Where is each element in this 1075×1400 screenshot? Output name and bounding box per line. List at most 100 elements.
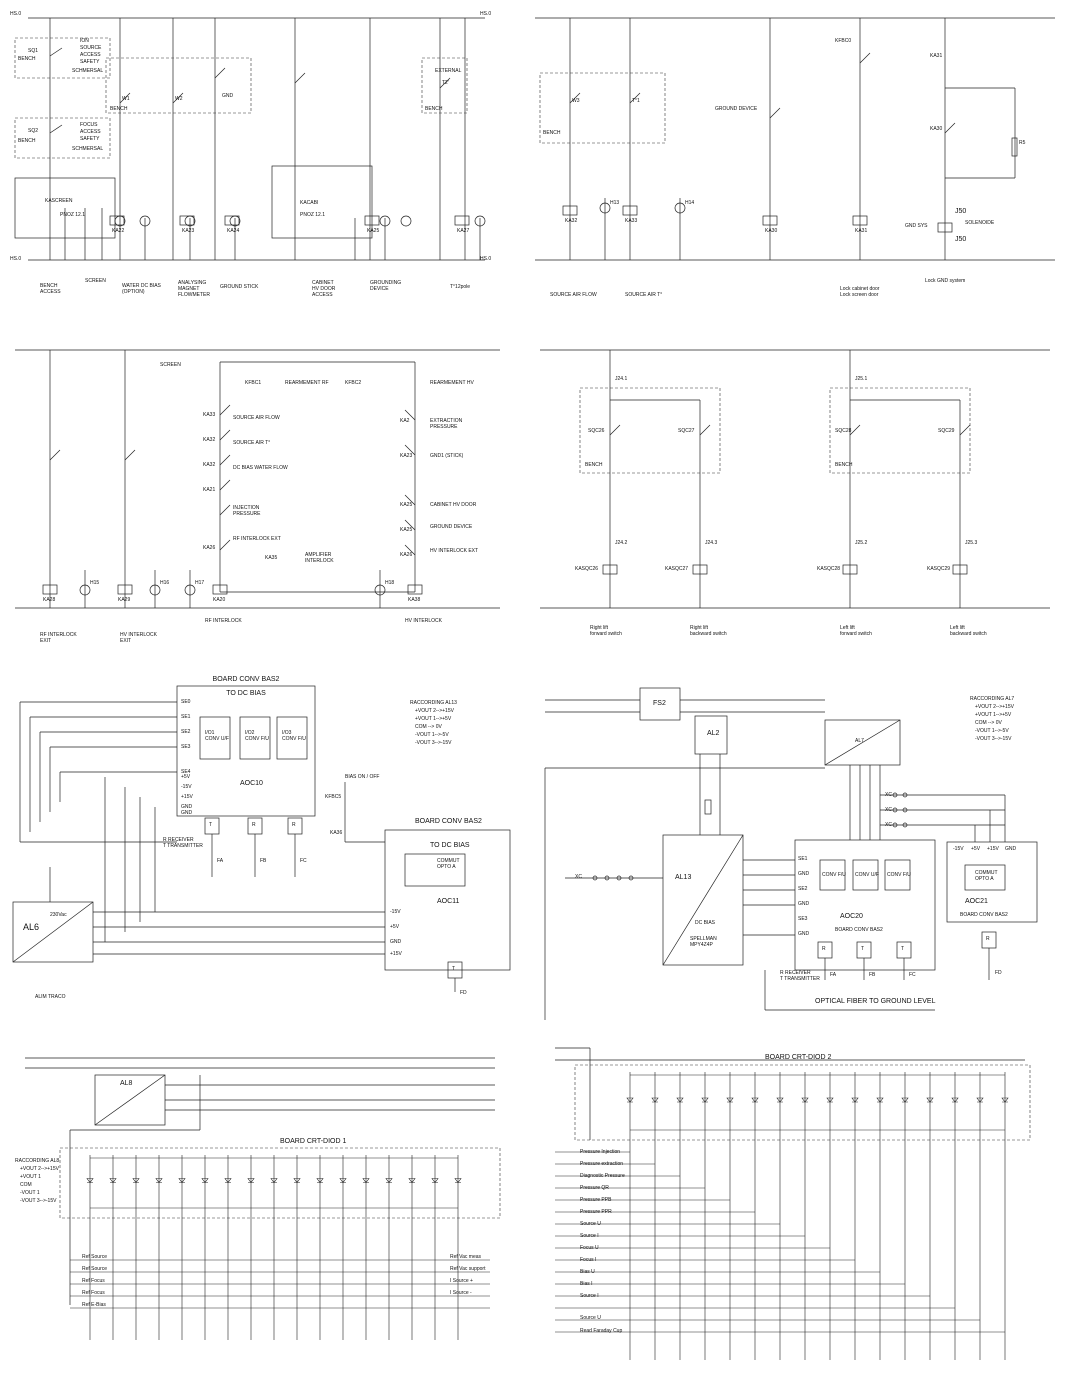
component-label: KFBC1 — [245, 380, 262, 386]
power-supply-sub: ALIM TRACO — [35, 994, 66, 1000]
diode-symbol — [132, 1178, 140, 1183]
component-label: KA38 — [408, 597, 421, 603]
switch-label: SCHMERSAL — [72, 146, 104, 152]
relay-label: KASQC26 — [575, 566, 599, 572]
recording-line: +VOUT 2-->+15V — [415, 708, 454, 714]
relay-label: KASCREEN — [45, 198, 73, 204]
circuit-caption: BENCH ACCESS — [40, 283, 61, 295]
pin-label: SE3 — [798, 916, 808, 922]
circuit-caption: RF INTERLOCK — [205, 618, 242, 624]
commut-label: COMMUT OPTO A — [975, 870, 998, 882]
recording-line: RACCORDING AL7 — [970, 696, 1015, 702]
diode-symbol — [801, 1097, 809, 1103]
pin-label: SE2 — [798, 886, 808, 892]
pin-label: GND — [1005, 846, 1017, 852]
board-title: BOARD CRT-DIOD 1 — [280, 1138, 347, 1145]
component-label: T2' — [442, 80, 449, 86]
relay-label: PNOZ 12.1 — [300, 212, 326, 218]
pin-label: GND — [798, 871, 810, 877]
recording-line: RACCORDING AL13 — [410, 700, 457, 706]
ladder-text: CABINET HV DOOR — [430, 502, 477, 508]
pin-label: SE1 — [181, 714, 191, 720]
fiber-label: FA — [217, 858, 224, 864]
pin-label: SE2 — [181, 729, 191, 735]
fiber-port: T — [452, 966, 456, 972]
component-label: KA22 — [112, 228, 125, 234]
component-label: KA20 — [213, 597, 226, 603]
fiber-port: R — [252, 822, 256, 828]
signal-label: Pressure PPB — [580, 1197, 612, 1203]
ladder-text: HV INTERLOCK EXT — [430, 548, 479, 554]
circuit-caption: Left lift forward switch — [840, 625, 872, 637]
diode-symbol — [293, 1178, 301, 1183]
component-label: KA24 — [227, 228, 240, 234]
recording-line: -VOUT 3-->-15V — [975, 736, 1012, 742]
fiber-label: FC — [300, 858, 307, 864]
signal-label: Read Faraday Cup — [580, 1328, 623, 1334]
recording-line: RACCORDING AL8 — [15, 1158, 60, 1164]
fiber-port: R — [292, 822, 296, 828]
rail-label: HS.0 — [10, 11, 22, 17]
pin-label: +5V — [390, 924, 400, 930]
relay-label: KASQC28 — [817, 566, 841, 572]
ladder-relay: KA23 — [400, 453, 413, 459]
connector-label: XC — [885, 807, 892, 813]
diode-symbol — [431, 1178, 439, 1183]
component-label: BENCH — [543, 130, 561, 136]
component-label: KA23 — [182, 228, 195, 234]
switch-label: SQC28 — [835, 428, 852, 434]
component-label: GND SYS — [905, 223, 928, 229]
board-title: BOARD CONV BAS2 — [415, 818, 482, 825]
power-supply-label: AL6 — [23, 922, 40, 932]
component-label: H15 — [90, 580, 100, 586]
circuit-caption: CABINET HV DOOR ACCESS — [312, 280, 336, 298]
pin-label: SE0 — [181, 699, 191, 705]
connector-label: XC — [885, 822, 892, 828]
ladder-relay: KA26 — [400, 552, 413, 558]
recording-line: COM — [20, 1182, 32, 1188]
signal-label: Pressure PPR — [580, 1209, 612, 1215]
component-label: BENCH — [110, 106, 128, 112]
rail-label: HS.0 — [480, 11, 492, 17]
switch-label: SCHMERSAL — [72, 68, 104, 74]
module-label: CONV U/F — [855, 872, 879, 878]
component-label: KA25 — [367, 228, 380, 234]
legend-text: R RECEIVER T TRANSMITTER — [780, 970, 820, 982]
circuit-caption: SOURCE AIR T° — [625, 292, 663, 298]
sheet-7-wiring — [25, 1057, 501, 1340]
circuit-caption: Lock cabinet door Lock screen door — [840, 286, 880, 298]
signal-label: Pressure Injection — [580, 1149, 621, 1155]
aoc-label: AOC11 — [437, 898, 460, 905]
fiber-label: FB — [869, 972, 876, 978]
diode-symbol — [851, 1097, 859, 1103]
connector-label: J24.2 — [615, 540, 628, 546]
fiber-label: FA — [830, 972, 837, 978]
signal-label: Ref Focus — [82, 1278, 105, 1284]
sheet-1-wiring — [14, 17, 486, 261]
connector-label: J25.1 — [855, 376, 868, 382]
relay-label: KASQC29 — [927, 566, 951, 572]
component-label: KA31 — [855, 228, 868, 234]
switch-label: SAFETY — [80, 59, 100, 65]
diode-symbol — [247, 1178, 255, 1183]
power-supply-label: AL13 — [675, 874, 692, 881]
module-label: CONV F/U — [822, 872, 846, 878]
recording-line: -VOUT 3-->-15V — [415, 740, 452, 746]
pin-label: -15V — [390, 909, 401, 915]
fiber-port: R — [822, 946, 826, 952]
ladder-relay: KA25 — [400, 527, 413, 533]
connector-label: J25.2 — [855, 540, 868, 546]
board-subtitle: TO DC BIAS — [430, 842, 470, 849]
circuit-caption: GROUND STICK — [220, 284, 259, 290]
signal-label: Ref E-Bias — [82, 1302, 106, 1308]
board-title: BOARD CONV BAS2 — [212, 676, 280, 683]
diode-symbol — [339, 1178, 347, 1183]
component-label: SCREEN — [160, 362, 181, 368]
board-subtitle: TO DC BIAS — [226, 690, 266, 697]
signal-label: Ref Source — [82, 1254, 108, 1260]
connector-label: J24.1 — [615, 376, 628, 382]
diode-symbol — [701, 1097, 709, 1103]
recording-line: -VOUT 3-->-15V — [20, 1198, 57, 1204]
power-supply-voltage: 230Vac — [50, 912, 67, 918]
component-label: W2 — [175, 96, 183, 102]
